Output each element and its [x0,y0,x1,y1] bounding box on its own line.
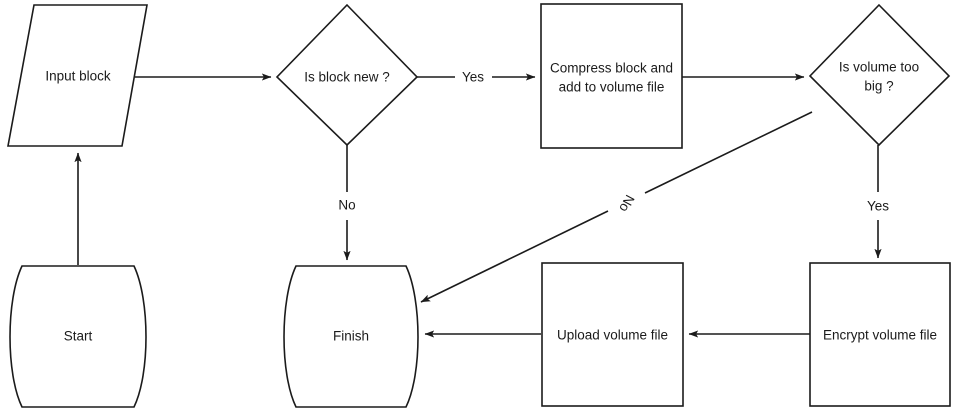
edge-isbig-no-segment-a [644,111,813,194]
edge-labels-group: Yes No Yes No [338,70,889,215]
edge-label-isbig-yes: Yes [867,199,889,214]
is-volume-too-big-label-line2: big ? [864,79,893,94]
is-block-new-shape [275,3,419,147]
node-is-block-new[interactable]: Is block new ? [275,3,419,147]
encrypt-volume-file-label: Encrypt volume file [823,328,937,343]
finish-shape [283,265,419,408]
node-compress-block[interactable]: Compress block and add to volume file [540,3,683,149]
upload-volume-file-shape [541,262,684,407]
is-volume-too-big-label-line1: Is volume too [839,60,919,75]
start-shape [9,265,147,408]
input-block-shape [7,4,148,147]
node-upload-volume-file[interactable]: Upload volume file [541,262,684,407]
start-label: Start [64,329,93,344]
compress-block-label-line2: add to volume file [559,80,665,95]
node-input-block[interactable]: Input block [7,4,148,147]
is-volume-too-big-shape [808,3,951,147]
edges-group [74,73,882,338]
compress-block-shape [540,3,683,149]
compress-block-label-line1: Compress block and [550,61,673,76]
encrypt-volume-file-shape [809,262,951,407]
edge-label-isbig-no: No [616,192,637,214]
node-encrypt-volume-file[interactable]: Encrypt volume file [809,262,951,407]
edge-label-isnew-yes: Yes [462,70,484,85]
edge-label-isnew-no: No [338,198,355,213]
upload-volume-file-label: Upload volume file [557,328,668,343]
node-is-volume-too-big[interactable]: Is volume too big ? [808,3,951,147]
is-block-new-label: Is block new ? [304,70,390,85]
node-start[interactable]: Start [9,265,147,408]
input-block-label: Input block [45,69,111,84]
edge-isbig-to-finish [420,210,609,303]
node-finish[interactable]: Finish [283,265,419,408]
finish-label: Finish [333,329,369,344]
